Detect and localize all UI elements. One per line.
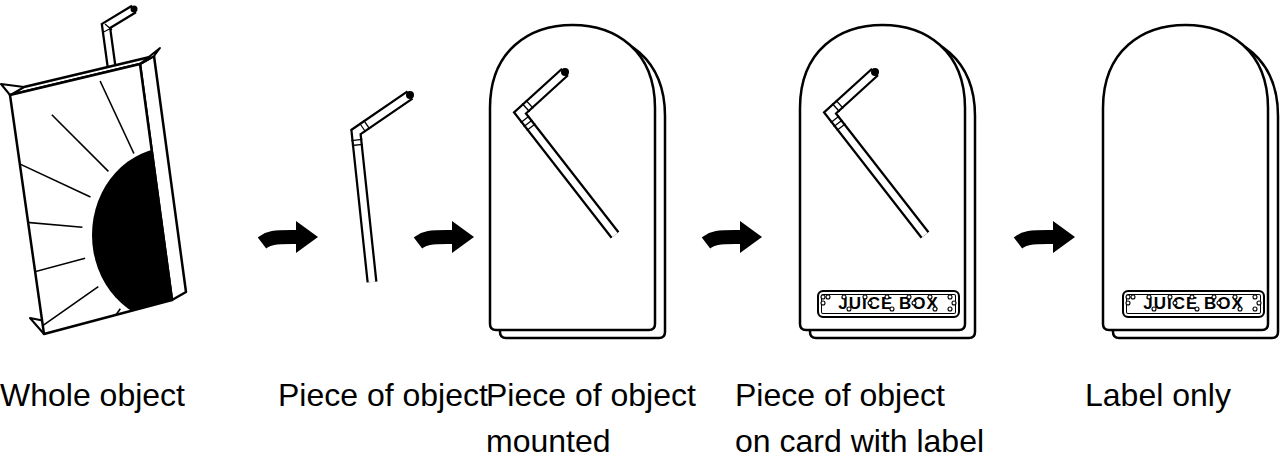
straw-rib bbox=[352, 144, 363, 145]
straw-rib bbox=[364, 120, 370, 129]
block-arrow bbox=[262, 237, 296, 243]
block-arrow bbox=[706, 237, 740, 243]
stage-column: Piece of object on card with labelJUICE … bbox=[762, 10, 1018, 464]
braille-dots bbox=[1126, 295, 1261, 311]
box-front-outline bbox=[10, 64, 172, 334]
braille-label-plate: JUICE BOX bbox=[817, 290, 960, 318]
sun-ray bbox=[52, 115, 109, 172]
juice-box-illustration bbox=[1, 6, 186, 400]
box-front bbox=[10, 64, 172, 334]
label-text: JUICE BOX bbox=[838, 294, 939, 314]
stage-column: Piece of object bbox=[318, 10, 418, 464]
block-arrow bbox=[1018, 237, 1053, 243]
straw-inner bbox=[356, 95, 410, 282]
stage-column: Label only JUICE BOX bbox=[1075, 10, 1280, 464]
sun-ray bbox=[8, 258, 85, 279]
stage-caption: Piece of object mounted bbox=[486, 372, 716, 464]
braille-label-plate: JUICE BOX bbox=[1122, 290, 1265, 318]
braille-dots bbox=[821, 295, 956, 311]
card-front bbox=[800, 25, 965, 330]
card-front bbox=[1103, 25, 1268, 330]
stage-column: Piece of object mounted bbox=[474, 10, 706, 464]
straw-opening bbox=[406, 91, 414, 99]
sun-ray bbox=[18, 163, 91, 197]
stage-caption: Piece of object on card with label bbox=[735, 372, 986, 464]
straw-opening bbox=[131, 6, 138, 13]
mounted-straw bbox=[520, 68, 615, 235]
straw-outline bbox=[356, 95, 410, 282]
labelled-card-illustration bbox=[800, 25, 975, 338]
stage-caption: Whole object bbox=[0, 372, 260, 418]
straw-rib bbox=[351, 139, 362, 140]
label-text: JUICE BOX bbox=[1143, 294, 1244, 314]
stage-caption: Piece of object bbox=[278, 372, 508, 418]
card-front bbox=[490, 25, 655, 330]
mounted-card-illustration bbox=[490, 25, 665, 338]
box-fold bbox=[140, 48, 160, 64]
mounted-straw bbox=[830, 68, 925, 235]
connector-layer bbox=[262, 237, 1053, 243]
sun-half-disk bbox=[92, 147, 172, 323]
straw-rib bbox=[105, 24, 112, 30]
block-arrow bbox=[418, 237, 452, 243]
stage-column: Whole object bbox=[0, 10, 262, 464]
label-only-card-illustration bbox=[1103, 25, 1278, 338]
sun-rays bbox=[3, 81, 172, 399]
sun-ray bbox=[100, 81, 134, 154]
straw-piece-illustration bbox=[351, 91, 414, 282]
sun-ray bbox=[74, 309, 120, 375]
sun-ray bbox=[3, 220, 83, 227]
stage-caption: Label only bbox=[1085, 372, 1280, 418]
straw-rib bbox=[360, 123, 366, 132]
